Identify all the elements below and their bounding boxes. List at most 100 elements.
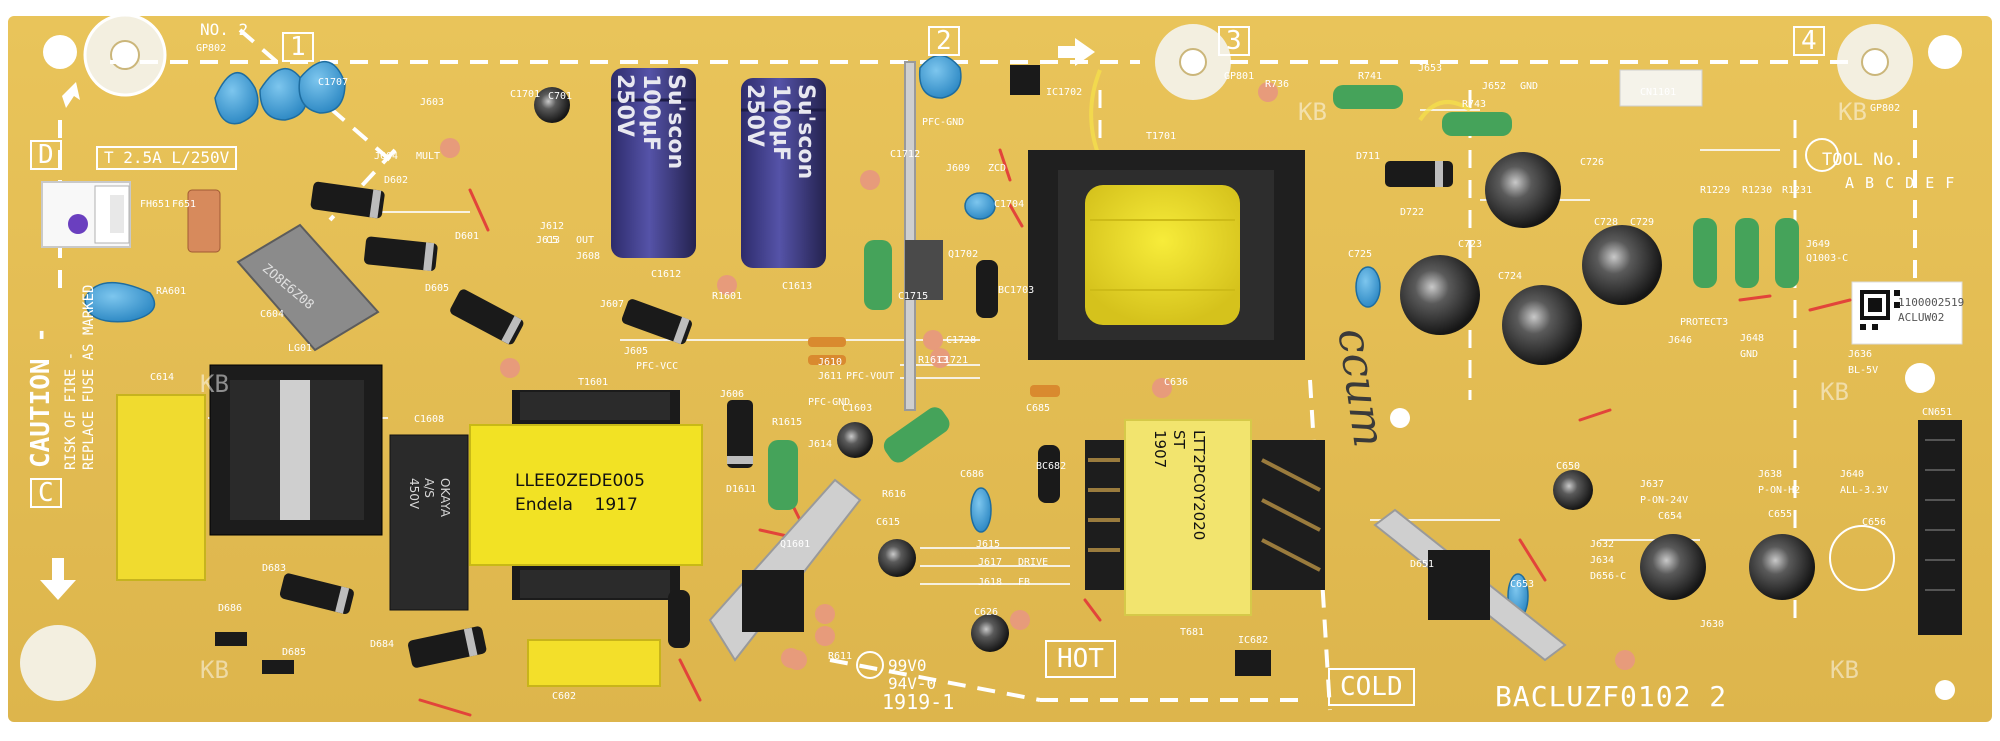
caution-line1: RISK OF FIRE - — [63, 351, 79, 470]
designator: R1230 — [1742, 185, 1773, 196]
no2-label: NO. 2 — [200, 20, 249, 39]
designator: FB — [1018, 577, 1031, 588]
designator: R1615 — [772, 417, 803, 428]
corner-number-1: 1 — [282, 32, 314, 62]
arrow-icons — [40, 38, 1095, 600]
designator: R1613 — [918, 355, 949, 366]
designator: P-ON-24V — [1640, 495, 1689, 506]
designator: J618 — [978, 577, 1003, 588]
designator: J640 — [1840, 469, 1865, 480]
designator: ALL-3.3V — [1840, 485, 1889, 496]
connector-cn1101 — [1619, 69, 1703, 107]
part-number: BACLUZF0102 2 — [1495, 680, 1728, 713]
designator: FH651 — [140, 199, 171, 210]
designator: Q1601 — [780, 539, 811, 550]
tool-mark-icon — [1805, 138, 1839, 172]
designator: J612 — [540, 221, 565, 232]
designator: MULT — [416, 151, 441, 162]
designator: D722 — [1400, 207, 1425, 218]
designator: C1712 — [890, 149, 921, 160]
designator: R616 — [882, 489, 907, 500]
designator: D683 — [262, 563, 287, 574]
designator: R743 — [1462, 99, 1487, 110]
designator: P-ON-H2 — [1758, 485, 1801, 496]
x-capacitor-c614 — [116, 394, 206, 581]
designator: Q1003-C — [1806, 253, 1849, 264]
designator: R736 — [1265, 79, 1290, 90]
designator: J648 — [1740, 333, 1765, 344]
orange-ceramic-caps — [808, 337, 1060, 397]
caution-heading: CAUTION - — [26, 327, 56, 468]
designator: T1701 — [1146, 131, 1177, 142]
designator: DRIVE — [1018, 557, 1049, 568]
designator: PFC-VOUT — [846, 371, 895, 382]
designator: LG01 — [288, 343, 313, 354]
designator: C1715 — [898, 291, 929, 302]
designator: OUT — [576, 235, 595, 246]
screw-pads — [20, 13, 1913, 701]
corner-number-3: 3 — [1218, 26, 1250, 56]
transformer-t1701 — [1028, 150, 1305, 360]
designator: BC682 — [1036, 461, 1067, 472]
designator: C1612 — [651, 269, 682, 280]
designator: CN651 — [1922, 407, 1953, 418]
hot-label: HOT — [1045, 640, 1116, 678]
flame-rating-line1: 99V0 — [888, 656, 927, 675]
small-resistors — [440, 82, 1635, 670]
bulk-capacitors — [611, 68, 826, 268]
designator: C5 — [546, 235, 559, 246]
date-code: 1919-1 — [882, 690, 955, 714]
kb-mark: KB — [1830, 656, 1859, 684]
designator: J609 — [946, 163, 971, 174]
resistors — [768, 85, 1799, 510]
designator: C1701 — [510, 89, 541, 100]
qr-code — [1860, 290, 1900, 330]
designator: ZCD — [988, 163, 1007, 174]
t1601-label: LLEE0ZEDE005 Endela 1917 — [515, 471, 645, 515]
designator: C728 — [1594, 217, 1619, 228]
designator: PROTECT3 — [1680, 317, 1729, 328]
designator: C1728 — [946, 335, 977, 346]
designator: C604 — [260, 309, 285, 320]
designator: C650 — [1556, 461, 1581, 472]
corner-number-4: 4 — [1793, 26, 1825, 56]
designator: C626 — [974, 607, 999, 618]
cold-label: COLD — [1328, 668, 1415, 706]
ac-input-connector — [41, 181, 131, 248]
transformer-t681 — [1085, 419, 1325, 616]
designator: C686 — [960, 469, 985, 480]
output-capacitors — [534, 87, 1815, 652]
designator: R611 — [828, 651, 853, 662]
designator: C1608 — [414, 414, 445, 425]
designator: C1704 — [994, 199, 1025, 210]
designator: C725 — [1348, 249, 1373, 260]
kb-mark: KB — [200, 370, 229, 398]
designator: D686 — [218, 603, 243, 614]
designator: C1613 — [782, 281, 813, 292]
designator: GP802 — [196, 43, 227, 54]
designator: J603 — [420, 97, 445, 108]
designator: J613 — [536, 235, 561, 246]
designator: BC1703 — [998, 285, 1035, 296]
designator: J614 — [808, 439, 833, 450]
c1608-print: OKAYA A/S 450V — [406, 478, 452, 517]
designator: J604 — [374, 151, 399, 162]
transistors — [668, 65, 1490, 676]
designator: J605 — [624, 346, 649, 357]
designator: R1231 — [1782, 185, 1813, 196]
designator: C723 — [1458, 239, 1483, 250]
designator: C724 — [1498, 271, 1523, 282]
transformer-t1601 — [469, 390, 703, 600]
designator: D656-C — [1590, 571, 1627, 582]
designator: PFC-VCC — [636, 361, 679, 372]
ul-mark-icon — [856, 651, 884, 679]
designator: J606 — [720, 389, 745, 400]
designator: J653 — [1418, 63, 1443, 74]
designator: GND — [1740, 349, 1759, 360]
kb-mark: KB — [1298, 98, 1327, 126]
axial-diodes — [215, 161, 1453, 674]
fuse-rating-label: T 2.5A L/250V — [96, 146, 238, 170]
designator: J646 — [1668, 335, 1693, 346]
corner-letter-d: D — [30, 140, 62, 170]
